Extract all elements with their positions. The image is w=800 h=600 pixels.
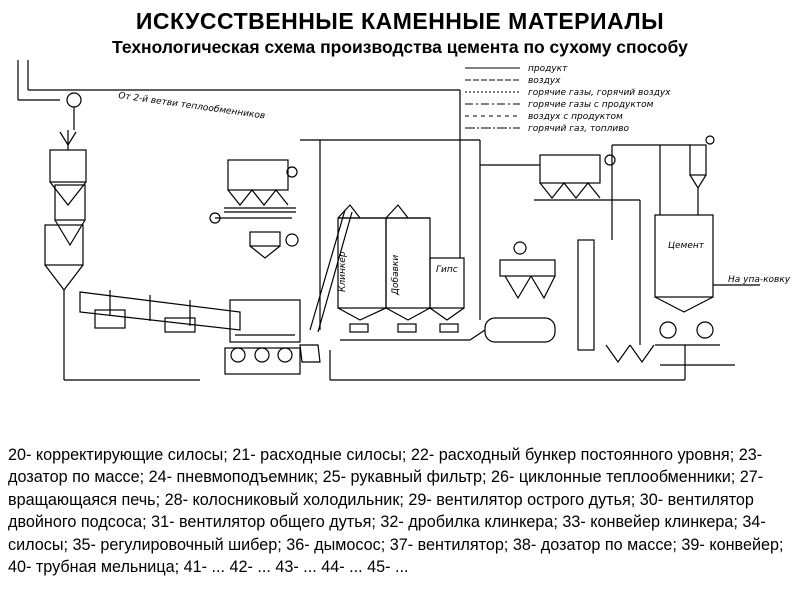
label-gypsum: Гипс <box>436 265 458 275</box>
label-cement: Цемент <box>668 241 705 251</box>
label-to-packing: На упа-ковку <box>728 275 791 285</box>
legend-item-5: горячий газ, топливо <box>528 124 630 134</box>
label-clinker: Клинкер <box>338 251 348 292</box>
legend-item-0: продукт <box>528 64 568 74</box>
label-from-heat-exchangers: От 2-й ветви теплообменников <box>118 91 266 122</box>
slide-title: ИСКУССТВЕННЫЕ КАМЕННЫЕ МАТЕРИАЛЫ <box>135 8 665 34</box>
legend-item-3: горячие газы с продуктом <box>528 100 654 110</box>
legend-item-1: воздух <box>528 76 561 86</box>
caption-text: 20- корректирующие силосы; 21- расходные… <box>8 446 784 577</box>
legend-item-2: горячие газы, горячий воздух <box>528 88 671 98</box>
slide-subtitle: Технологическая схема производства цемен… <box>112 37 688 57</box>
process-diagram: продукт воздух горячие газы, горячий воз… <box>17 60 791 381</box>
legend-item-4: воздух с продуктом <box>528 112 623 122</box>
label-additives: Добавки <box>391 255 401 296</box>
